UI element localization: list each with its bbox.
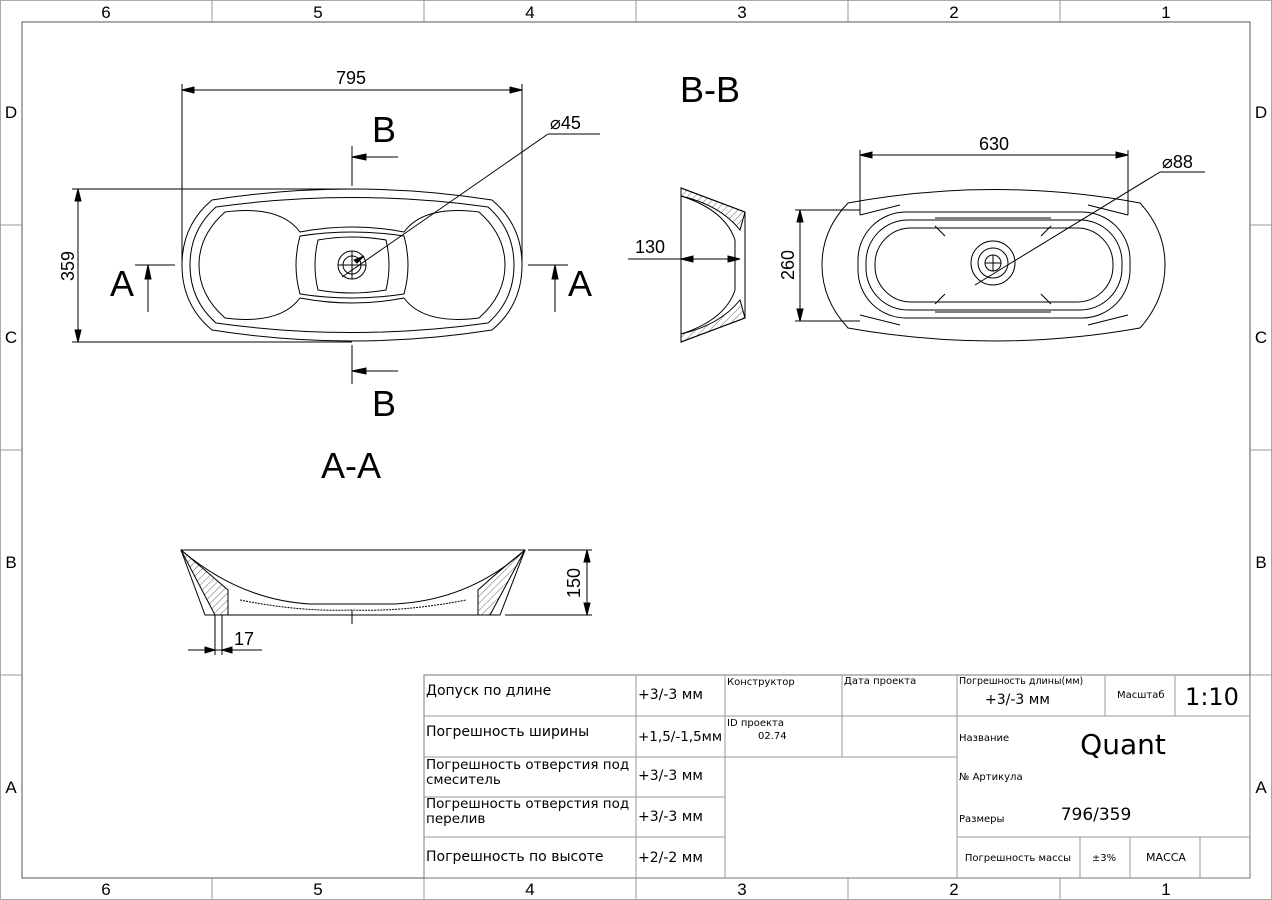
column-label: 5 bbox=[313, 880, 322, 899]
section-marker-a-left: A bbox=[110, 263, 134, 304]
column-label: 4 bbox=[525, 3, 534, 22]
top-view bbox=[72, 84, 600, 384]
tolerance-value: +1,5/-1,5мм bbox=[638, 729, 722, 745]
column-label: 5 bbox=[313, 3, 322, 22]
column-label: 4 bbox=[525, 880, 534, 899]
column-label: 2 bbox=[949, 880, 958, 899]
mass-tol: ±3% bbox=[1092, 853, 1116, 864]
title-block bbox=[423, 674, 1251, 879]
mass-label: МАССА bbox=[1146, 851, 1186, 864]
tolerance-value: +3/-3 мм bbox=[638, 809, 703, 825]
section-bb-title: B-B bbox=[680, 69, 740, 110]
size-label: Размеры bbox=[959, 814, 1004, 825]
mass-tol-label: Погрешность массы bbox=[965, 853, 1071, 864]
dim-drain: ⌀45 bbox=[550, 113, 581, 133]
scale-label: Масштаб bbox=[1117, 690, 1165, 701]
tolerance-label: Допуск по длине bbox=[426, 683, 551, 699]
column-label: 1 bbox=[1161, 3, 1170, 22]
column-label: 3 bbox=[737, 880, 746, 899]
project-id: 02.74 bbox=[758, 731, 787, 742]
tolerance-label: Погрешность ширины bbox=[426, 724, 589, 740]
dim-height: 359 bbox=[58, 251, 78, 281]
column-label: 1 bbox=[1161, 880, 1170, 899]
row-label: B bbox=[1255, 553, 1266, 572]
dim-wall: 17 bbox=[234, 629, 254, 649]
designer-label: Конструктор bbox=[727, 677, 795, 688]
row-label: D bbox=[5, 103, 17, 122]
column-label: 6 bbox=[101, 880, 110, 899]
dim-inner-height: 260 bbox=[778, 250, 798, 280]
tolerance-label: Погрешность отверстия под перелив bbox=[426, 797, 630, 827]
length-tol-label: Погрешность длины(мм) bbox=[959, 676, 1083, 687]
bottom-view bbox=[795, 150, 1205, 342]
column-label: 2 bbox=[949, 3, 958, 22]
tolerance-value: +3/-3 мм bbox=[638, 768, 703, 784]
section-aa-title: A-A bbox=[321, 445, 381, 486]
section-aa-view bbox=[180, 549, 592, 655]
row-label: B bbox=[5, 553, 16, 572]
article-label: № Артикула bbox=[959, 772, 1023, 783]
project-id-label: ID проекта bbox=[727, 718, 784, 729]
dim-width: 795 bbox=[336, 68, 366, 88]
dim-depth: 130 bbox=[635, 237, 665, 257]
row-label: C bbox=[5, 328, 17, 347]
tolerance-value: +2/-2 мм bbox=[638, 850, 703, 866]
size: 796/359 bbox=[1061, 805, 1132, 825]
section-bb-view bbox=[628, 187, 746, 343]
row-label: A bbox=[5, 778, 17, 797]
row-label: A bbox=[1255, 778, 1267, 797]
dim-section-height: 150 bbox=[564, 568, 584, 598]
scale: 1:10 bbox=[1185, 683, 1239, 711]
name-label: Название bbox=[959, 733, 1009, 744]
column-label: 6 bbox=[101, 3, 110, 22]
section-marker-b-top: B bbox=[372, 109, 396, 150]
product-name: Quant bbox=[1080, 728, 1166, 761]
section-marker-b-bottom: B bbox=[372, 383, 396, 424]
tolerance-label: Погрешность отверстия под смеситель bbox=[426, 758, 630, 788]
tolerance-value: +3/-3 мм bbox=[638, 687, 703, 703]
row-label: D bbox=[1255, 103, 1267, 122]
dim-inner-width: 630 bbox=[979, 134, 1009, 154]
column-label: 3 bbox=[737, 3, 746, 22]
tolerance-label: Погрешность по высоте bbox=[426, 849, 604, 865]
date-label: Дата проекта bbox=[844, 676, 916, 687]
dim-bottom-drain: ⌀88 bbox=[1162, 152, 1193, 172]
row-label: C bbox=[1255, 328, 1267, 347]
section-marker-a-right: A bbox=[568, 263, 592, 304]
length-tol: +3/-3 мм bbox=[985, 692, 1050, 708]
